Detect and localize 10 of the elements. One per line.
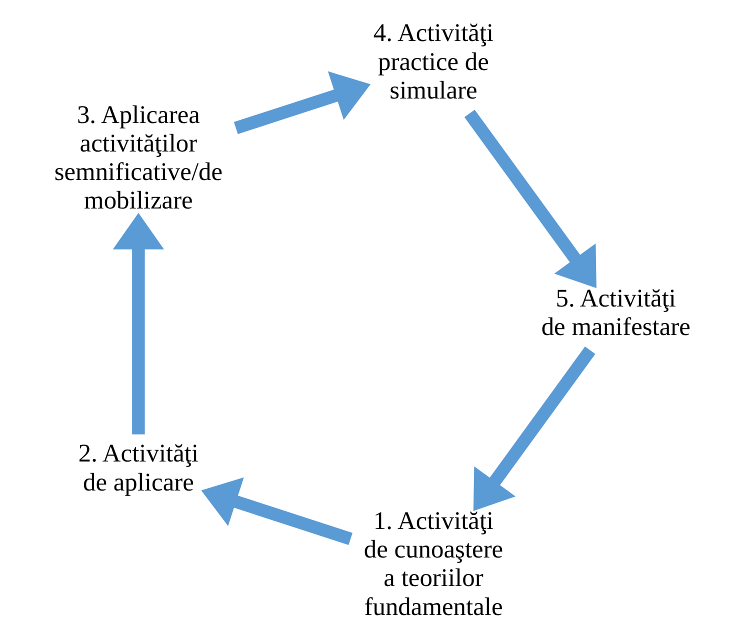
node-text: 1. Activităţi de cunoaştere a teoriilor fundamentale [364, 506, 504, 621]
node-text: 5. Activităţi de manifestare [541, 284, 690, 342]
arrow [473, 346, 596, 511]
arrow [464, 110, 596, 288]
node-text: 4. Activităţi practice de simulare [373, 18, 494, 105]
node-text: 2. Activităţi de aplicare [78, 438, 199, 496]
arrow [112, 212, 164, 434]
arrow [234, 71, 371, 134]
arrow [201, 477, 352, 545]
node-text: 3. Aplicarea activităţilor semnificative/de mobilizare [54, 100, 223, 215]
